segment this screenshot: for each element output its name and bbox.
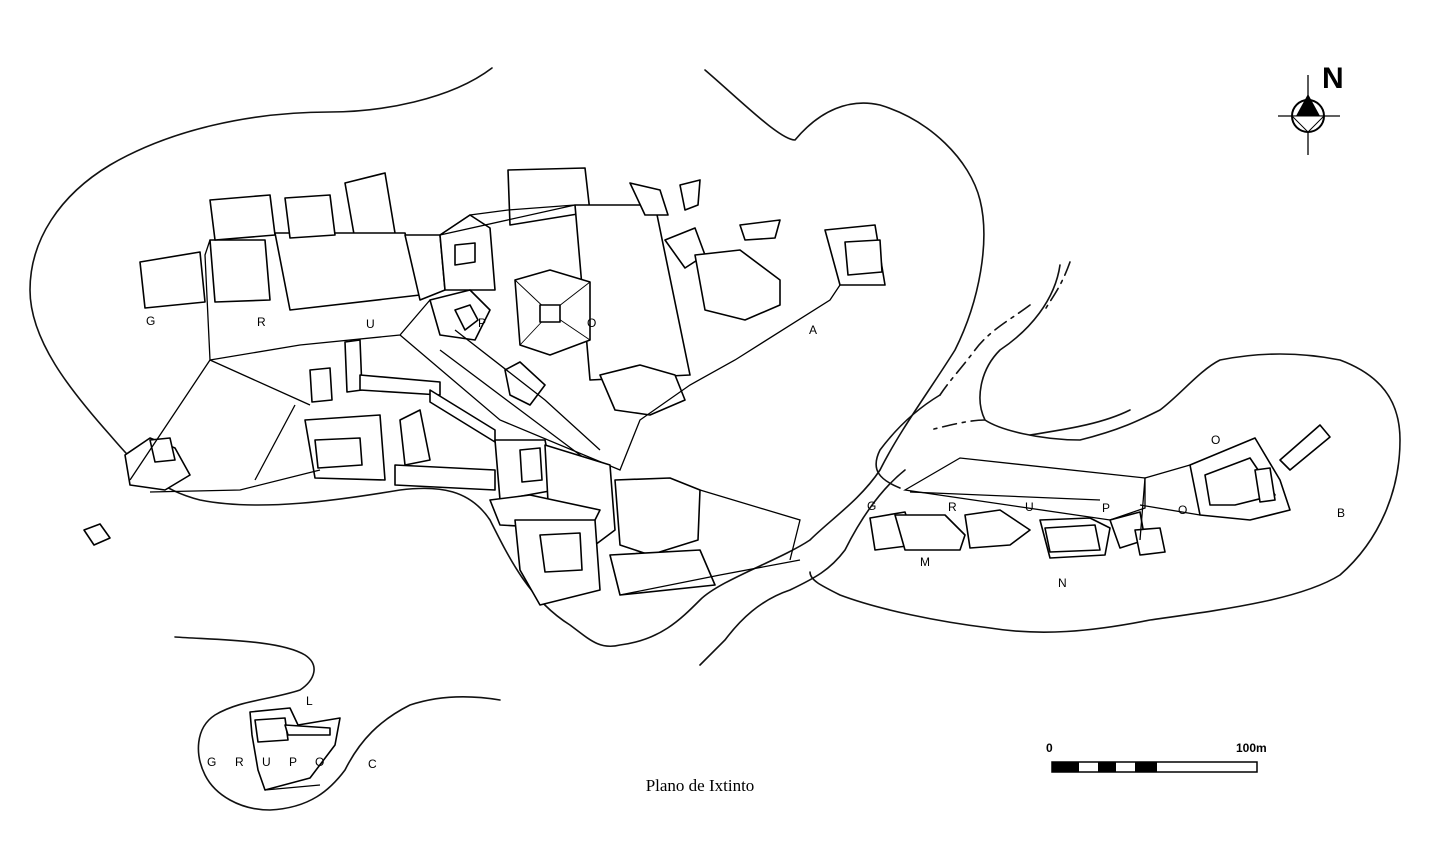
scale-end-label: 100m bbox=[1236, 741, 1267, 755]
label-grupo-b-u: U bbox=[1025, 500, 1034, 514]
label-grupo-a-r: R bbox=[257, 315, 266, 329]
label-grupo-c-p: P bbox=[289, 755, 297, 769]
grupo-b-structures bbox=[869, 424, 1331, 559]
label-grupo-a-o: O bbox=[587, 316, 596, 330]
scale-start-label: 0 bbox=[1046, 741, 1053, 755]
label-o: O bbox=[1211, 433, 1220, 447]
label-grupo-a-a: A bbox=[809, 323, 817, 337]
map-labels: G R U P O A G R U P O B G R U P O C L M … bbox=[146, 314, 1345, 771]
label-grupo-c-o: O bbox=[315, 755, 324, 769]
label-m: M bbox=[920, 555, 930, 569]
north-arrow: N bbox=[1278, 62, 1344, 155]
label-n: N bbox=[1058, 576, 1067, 590]
contour-lines bbox=[29, 67, 1401, 811]
label-grupo-b-g: G bbox=[867, 499, 876, 513]
label-grupo-c-c: C bbox=[368, 757, 377, 771]
map-title: Plano de Ixtinto bbox=[645, 776, 755, 795]
label-grupo-a-g: G bbox=[146, 314, 155, 328]
scale-bar: 0 100m bbox=[1046, 741, 1267, 773]
label-grupo-c-u: U bbox=[262, 755, 271, 769]
label-l: L bbox=[306, 694, 313, 708]
label-grupo-a-p: P bbox=[478, 316, 486, 330]
label-grupo-c-g: G bbox=[207, 755, 216, 769]
label-grupo-a-u: U bbox=[366, 317, 375, 331]
label-grupo-b-b: B bbox=[1337, 506, 1345, 520]
label-grupo-b-r: R bbox=[948, 500, 957, 514]
north-label: N bbox=[1322, 62, 1344, 95]
label-grupo-b-o: O bbox=[1178, 503, 1187, 517]
grupo-a-structures bbox=[83, 167, 886, 606]
label-grupo-b-p: P bbox=[1102, 501, 1110, 515]
grupo-c-structures bbox=[249, 707, 341, 791]
label-grupo-c-r: R bbox=[235, 755, 244, 769]
